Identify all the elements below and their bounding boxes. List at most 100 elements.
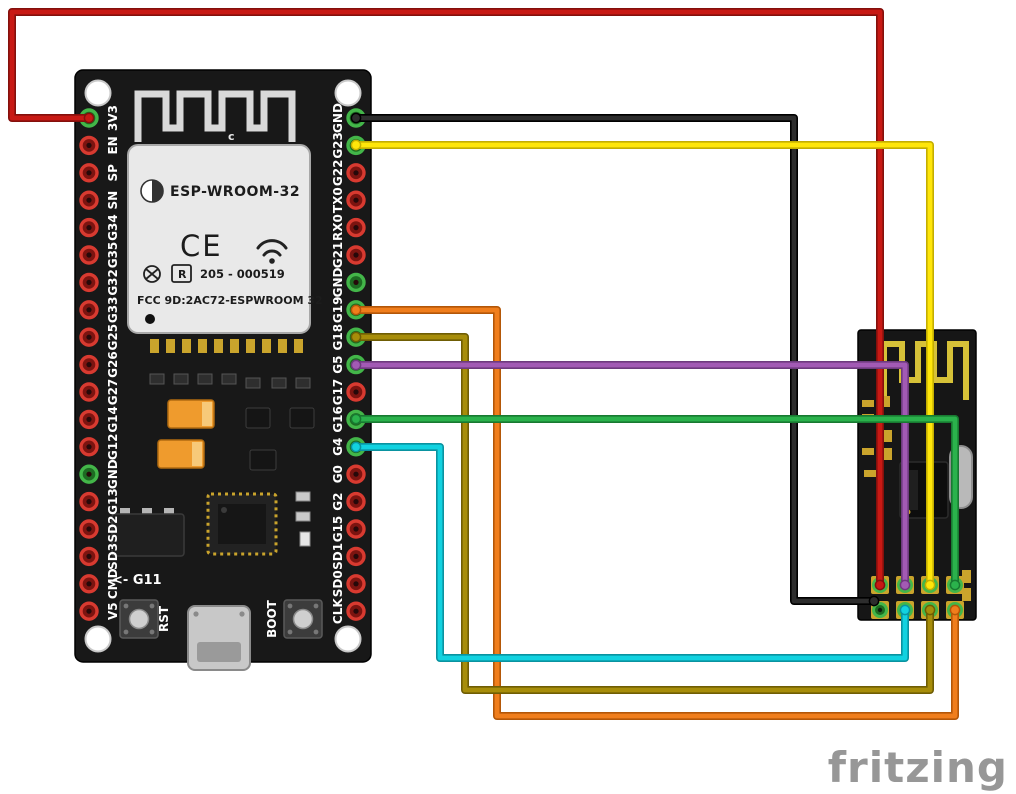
esp32-pin-g21-right-5[interactable]: G21 [331, 242, 366, 269]
wire-orange-from-g19-end[interactable] [949, 604, 961, 616]
wire-darkyellow-from-g18-end[interactable] [350, 331, 362, 343]
pin-label-g27: G27 [106, 379, 120, 406]
wire-yellow-from-g23-end[interactable] [350, 139, 362, 151]
micro-usb-connector [187, 605, 251, 671]
pin-label-rx0: RX0 [331, 214, 345, 241]
pin-label-g4: G4 [331, 438, 345, 456]
esp32-pin-g33-left-7[interactable]: G33 [79, 297, 120, 324]
esp32-pin-g12-left-12[interactable]: G12 [79, 434, 120, 461]
shield-dot [145, 314, 155, 324]
sot23-transistors [245, 407, 315, 471]
esp32-pin-g35-left-5[interactable]: G35 [79, 242, 120, 269]
esp32-pin-g34-left-4[interactable]: G34 [79, 214, 120, 241]
wire-darkyellow-from-g18[interactable] [350, 331, 936, 694]
esp32-pin-clk-right-18[interactable]: CLK [331, 598, 366, 624]
ce-mark: CE [180, 229, 223, 263]
wire-yellow-from-g23[interactable] [350, 139, 936, 591]
pin-label-sd1: SD1 [331, 543, 345, 570]
esp32-pin-gnd-left-13[interactable]: GND [79, 459, 120, 489]
esp32-pin-sd2-left-15[interactable]: SD2 [79, 516, 120, 543]
esp32-pin-g25-left-8[interactable]: G25 [79, 324, 120, 351]
silkscreen-c: c [228, 130, 235, 143]
wire-green-from-g16-end[interactable] [949, 579, 961, 591]
wire-purple-from-g5[interactable] [350, 359, 911, 591]
g11-silkscreen: <- G11 [112, 573, 162, 588]
voltage-regulator [111, 508, 185, 557]
wire-orange-from-g19-end[interactable] [350, 304, 362, 316]
fritzing-watermark: fritzing [828, 743, 1008, 792]
wire-black-from-gnd-end[interactable] [868, 595, 880, 607]
pin-label-sd3: SD3 [106, 543, 120, 570]
pin-label-g2: G2 [331, 492, 345, 510]
wire-red-from-3v3-end[interactable] [83, 112, 95, 124]
rst-button[interactable] [119, 599, 159, 639]
usb-uart-chip [206, 492, 278, 556]
wire-red-from-3v3[interactable] [8, 8, 886, 591]
wire-red-from-3v3-end[interactable] [874, 579, 886, 591]
wire-black-from-gnd-end[interactable] [350, 112, 362, 124]
esp32-pin-gnd-right-6[interactable]: GND [331, 267, 366, 297]
cert-number: 205 - 000519 [200, 267, 285, 281]
esp32-pin-g26-left-9[interactable]: G26 [79, 351, 120, 378]
wire-yellow-from-g23-end[interactable] [924, 579, 936, 591]
esp32-pin-en-left-1[interactable]: EN [79, 135, 120, 156]
wire-green-from-g16[interactable] [350, 413, 961, 591]
esp32-pin-g15-right-15[interactable]: G15 [331, 516, 366, 543]
esp32-pin-g13-left-14[interactable]: G13 [79, 488, 120, 515]
pin-label-v5: V5 [106, 602, 120, 620]
esp32-pin-rx0-right-4[interactable]: RX0 [331, 214, 366, 241]
wire-darkyellow-from-g18-end[interactable] [924, 604, 936, 616]
shield-solder-pads [150, 339, 303, 353]
esp32-pin-sd3-left-16[interactable]: SD3 [79, 543, 120, 570]
esp32-smd-components [149, 373, 311, 547]
wire-cyan-from-g4-end[interactable] [899, 604, 911, 616]
pin-label-clk: CLK [331, 598, 345, 624]
esp32-pin-sp-left-2[interactable]: SP [79, 163, 120, 183]
esp32-pin-sd1-right-16[interactable]: SD1 [331, 543, 366, 570]
pin-label-g33: G33 [106, 297, 120, 324]
wifi-logo-icon [140, 179, 164, 203]
pin-label-g22: G22 [331, 160, 345, 187]
nrf-rf-chip [899, 461, 949, 519]
pin-label-g17: G17 [331, 379, 345, 406]
r-box [171, 264, 192, 283]
esp32-pin-g0-right-13[interactable]: G0 [331, 464, 366, 484]
wire-orange-from-g19[interactable] [350, 304, 961, 720]
cert-circle-icon [143, 265, 161, 283]
fcc-id-text: FCC 9D:2AC72-ESPWROOM 32 [137, 294, 323, 307]
pin-label-3v3: 3V3 [106, 105, 120, 131]
pin-label-gnd: GND [331, 267, 345, 297]
wire-cyan-from-g4-end[interactable] [350, 441, 362, 453]
wire-cyan-from-g4[interactable] [350, 441, 911, 662]
wire-purple-from-g5-end[interactable] [350, 359, 362, 371]
esp32-pin-sn-left-3[interactable]: SN [79, 190, 120, 210]
esp32-mounting-holes [84, 79, 362, 653]
pin-label-gnd: GND [331, 103, 345, 133]
wire-black-from-gnd[interactable] [350, 112, 880, 607]
esp-wroom-32-shield: ESP-WROOM-32 CE R 205 - 000519 FCC 9D:2A… [127, 144, 323, 334]
esp32-pin-tx0-right-3[interactable]: TX0 [331, 187, 366, 213]
wire-green-from-g16-end[interactable] [350, 413, 362, 425]
esp32-pin-cmd-left-17[interactable]: CMD [79, 568, 120, 599]
esp32-pin-g22-right-2[interactable]: G22 [331, 160, 366, 187]
pin-label-g15: G15 [331, 516, 345, 543]
wire-purple-from-g5-end[interactable] [899, 579, 911, 591]
r-mark: R [178, 268, 187, 281]
esp32-pin-v5-left-18[interactable]: V5 [79, 601, 120, 621]
boot-button[interactable] [283, 599, 323, 639]
pin-label-sd0: SD0 [331, 570, 345, 597]
pin-label-g25: G25 [106, 324, 120, 351]
esp32-pin-g17-right-10[interactable]: G17 [331, 379, 366, 406]
esp32-pin-g2-right-14[interactable]: G2 [331, 491, 366, 512]
esp32-pin-g14-left-11[interactable]: G14 [79, 406, 120, 433]
pin-label-tx0: TX0 [331, 187, 345, 213]
shield-model-text: ESP-WROOM-32 [170, 184, 300, 200]
esp32-pin-sd0-right-17[interactable]: SD0 [331, 570, 366, 597]
boot-label: BOOT [265, 599, 279, 638]
esp32-pin-g27-left-10[interactable]: G27 [79, 379, 120, 406]
pin-label-g35: G35 [106, 242, 120, 269]
esp32-devkit-board[interactable]: c ESP-WROOM-32 CE [74, 69, 372, 671]
esp32-pin-g32-left-6[interactable]: G32 [79, 269, 120, 296]
